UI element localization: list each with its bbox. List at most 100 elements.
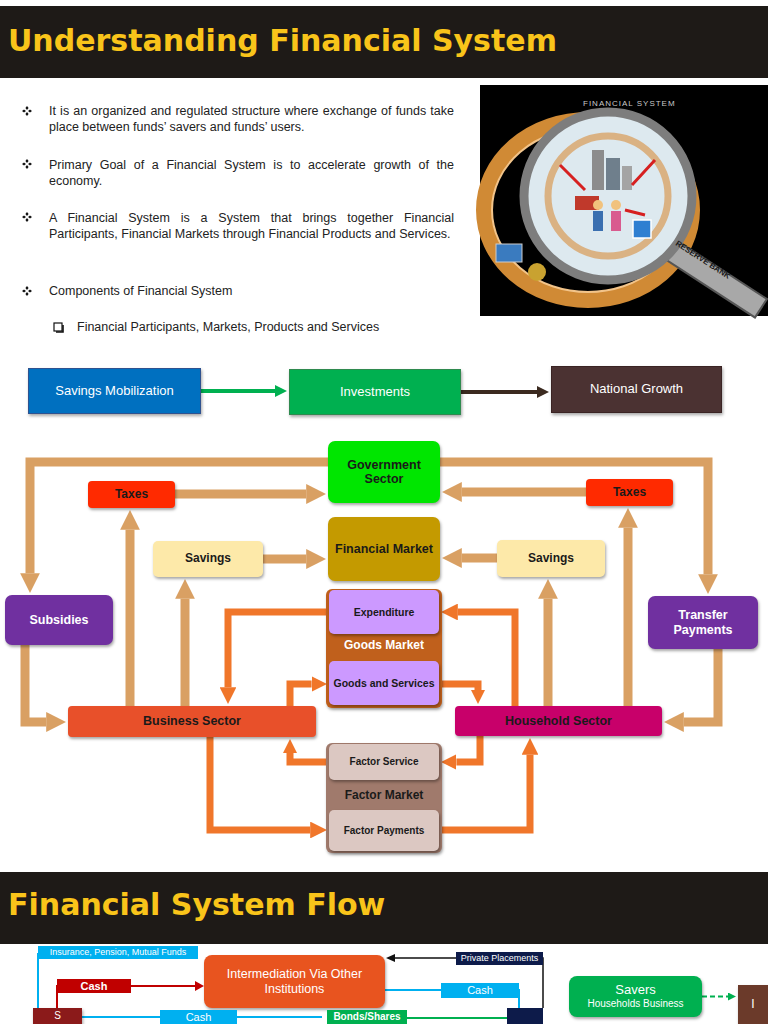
taxes-box: Taxes: [88, 481, 175, 508]
flow-arrow: [263, 555, 306, 564]
flow-arrow: [462, 488, 586, 497]
flow-box: Investments: [289, 369, 461, 415]
bullet-symbol: [22, 286, 32, 296]
sector-box: S: [33, 1008, 82, 1024]
flow-arrow: [440, 462, 708, 574]
flow-arrow: [544, 599, 553, 706]
bullet-text: Components of Financial System: [49, 284, 454, 300]
bullet-text: Primary Goal of a Financial System is to…: [49, 158, 454, 189]
node-text: Intermediation Via Other Institutions: [208, 967, 381, 996]
red-arrows: [560, 160, 655, 215]
inner-ring: [548, 136, 668, 256]
flow-arrow: [458, 612, 515, 706]
node-text: Goods and Services: [334, 677, 435, 689]
node-text: Taxes: [613, 486, 646, 500]
node-text: Taxes: [115, 488, 148, 502]
navy-box: [507, 1008, 543, 1024]
node-text: Savings Mobilization: [55, 384, 174, 399]
person-body: [593, 211, 603, 231]
sector-box: Business Sector: [68, 706, 316, 737]
flow-tag: Cash: [57, 979, 131, 993]
flow-item-box: Goods and Services: [329, 661, 439, 705]
flow-arrow: [25, 645, 46, 722]
blue-icon: [633, 220, 651, 238]
bullet-symbol: [22, 106, 32, 116]
node-text: Government Sector: [332, 458, 436, 487]
person-body: [611, 211, 621, 231]
flow-wires: [38, 953, 543, 1024]
slide-title: Understanding Financial System: [8, 22, 557, 60]
flow-tag: Bonds/Shares: [327, 1010, 407, 1024]
bullet-text: A Financial System is a System that brin…: [49, 211, 454, 242]
flow-arrow: [181, 599, 190, 706]
sub-bullet-text: Financial Participants, Markets, Product…: [77, 320, 457, 336]
arrow-head: [195, 981, 204, 991]
bullet-text: It is an organized and regulated structu…: [49, 104, 454, 135]
node-text: I: [751, 998, 754, 1012]
node-text: National Growth: [590, 382, 683, 397]
flow-tag: Cash: [160, 1010, 237, 1024]
flow-arrow: [175, 490, 306, 499]
sector-box: I: [738, 985, 768, 1024]
flow-arrow: [624, 528, 633, 706]
person-head: [593, 200, 603, 210]
flow-item-box: Factor Payments: [329, 810, 439, 851]
bullet-symbol: [22, 212, 32, 222]
node-text: Savers: [615, 983, 655, 998]
map-icon: [496, 244, 522, 262]
sector-box: Household Sector: [455, 706, 662, 736]
magnifier-illustration: [480, 85, 768, 317]
bullet-symbol: [22, 159, 32, 169]
flow-tag: Insurance, Pension, Mutual Funds: [38, 946, 198, 959]
flow-arrow: [456, 736, 480, 762]
taxes-box: Taxes: [586, 479, 673, 506]
node-text: Subsidies: [29, 613, 88, 627]
market-band: Factor Market Factor ServiceFactor Paymen…: [326, 743, 442, 853]
flow-tag: Cash: [441, 983, 519, 998]
node-text: Savings: [185, 552, 231, 566]
node-text: Household Sector: [505, 714, 612, 728]
node-text: Financial Market: [335, 542, 433, 556]
savers-box: SaversHouseholds Business: [569, 976, 702, 1017]
flow-arrow: [439, 755, 530, 830]
node-text: Savings: [528, 552, 574, 566]
flow-item-box: Expenditure: [329, 590, 439, 634]
flow-arrow: [126, 530, 135, 706]
magnifier-lens: [524, 112, 692, 280]
bullet-square-shadow: [56, 325, 63, 332]
arrow-head: [386, 954, 395, 962]
flow-arrow: [210, 737, 310, 830]
sector-box: Government Sector: [328, 441, 440, 503]
flow-arrow: [228, 612, 329, 687]
node-text: Transfer Payments: [652, 608, 754, 637]
institution-box: Intermediation Via Other Institutions: [204, 955, 385, 1008]
building: [606, 158, 620, 190]
node-text: S: [54, 1010, 61, 1022]
flow-arrow: [462, 554, 497, 563]
node-text: Business Sector: [143, 714, 241, 728]
flow-item-box: Factor Service: [329, 744, 439, 780]
savings-box: Savings: [153, 541, 263, 577]
flow-arrow: [290, 684, 312, 706]
node-text: Expenditure: [354, 606, 415, 618]
person-head: [611, 200, 621, 210]
handle-text: RESERVE BANK: [673, 239, 732, 282]
node-text: Factor Service: [350, 756, 419, 768]
node-text: Investments: [340, 385, 410, 400]
flow-arrow: [461, 390, 537, 394]
flow-arrow: [439, 684, 478, 690]
node-text: Factor Market: [326, 789, 442, 803]
section-title: Financial System Flow: [8, 886, 385, 924]
node-text: Factor Payments: [344, 825, 425, 837]
market-box: Financial Market: [328, 517, 440, 581]
payment-box: Subsidies: [5, 595, 113, 645]
flow-box: Savings Mobilization: [28, 368, 201, 414]
bullet-square: [54, 323, 62, 331]
flow-box: National Growth: [551, 366, 722, 413]
wire: [37, 953, 39, 1008]
picture-caption: FINANCIAL SYSTEM: [583, 99, 676, 109]
payment-box: Transfer Payments: [648, 596, 758, 649]
